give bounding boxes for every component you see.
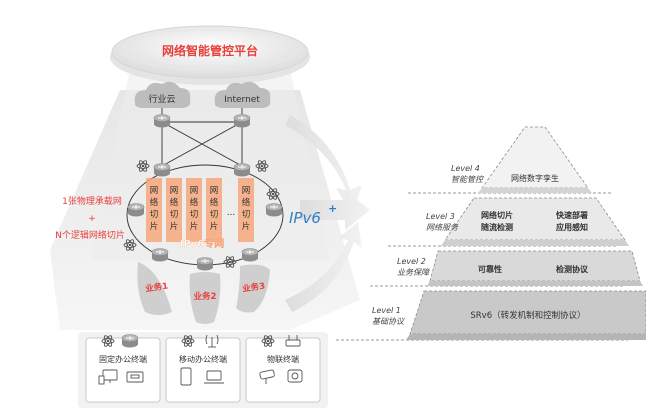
core-links — [161, 108, 243, 167]
router-icon — [233, 163, 251, 177]
physical-network-label: 1张物理承载网 — [62, 195, 122, 207]
level-3-item-3: 快速部署 — [556, 210, 588, 220]
level-2-item-2: 检测协议 — [556, 264, 589, 274]
cloud-industry-label: 行业云 — [148, 93, 175, 105]
ipv6-logo-text: IPv6 — [289, 209, 321, 227]
pyramid-level-1 — [409, 290, 646, 335]
slice-1: 网络切片 — [146, 178, 162, 242]
service-2-label: 业务2 — [194, 291, 217, 302]
level-3-title: Level 3 — [426, 212, 455, 221]
router-icon — [241, 248, 259, 262]
level-1-item: SRv6（转发机制和控制协议） — [470, 310, 585, 321]
cloud-internet: Internet — [214, 81, 271, 108]
mobile-office-box — [165, 337, 241, 403]
svg-text:网络切片: 网络切片 — [210, 186, 219, 232]
svg-text:网络切片: 网络切片 — [190, 186, 199, 232]
level-3-item-1: 网络切片 — [481, 210, 513, 220]
iot-box — [245, 337, 321, 403]
level-2-name: 业务保障 — [397, 268, 430, 277]
laptop-icon — [204, 370, 224, 384]
service-3-label: 业务3 — [242, 280, 266, 294]
pyramid-level-2 — [429, 250, 641, 282]
ipv6-logo-plus: + — [328, 202, 337, 215]
ipv6-plus-logo: IPv6 + — [289, 202, 337, 227]
slice-3: 网络切片 — [186, 178, 202, 242]
network-slices: 网络切片 网络切片 网络切片 网络切片 ... 网络切片 IPv6专网 — [146, 178, 254, 250]
level-4-name: 智能管控 — [451, 175, 485, 184]
level-labels: Level 4 智能管控 Level 3 网络服务 Level 2 业务保障 L… — [372, 164, 485, 326]
tablet-icon — [180, 367, 192, 386]
level-3-item-4: 应用感知 — [556, 222, 588, 232]
slice-5: 网络切片 — [238, 178, 254, 242]
slice-ellipsis: ... — [227, 208, 236, 218]
camera-icon — [259, 369, 275, 384]
pyramid-level-3 — [444, 197, 626, 241]
capability-pyramid: 网络数字孪生 网络切片 随流检测 快速部署 应用感知 可靠性 检测协议 SRv6… — [406, 126, 646, 340]
slice-1-char1: 网 — [150, 186, 159, 196]
router-icon — [153, 114, 171, 128]
platform-title: 网络智能管控平台 — [162, 43, 258, 58]
level-1-name: 基础协议 — [372, 317, 405, 326]
level-3-item-2: 随流检测 — [481, 222, 513, 232]
printer-icon — [126, 371, 144, 383]
level-2-title: Level 2 — [397, 257, 426, 266]
flow-arrows — [285, 115, 370, 312]
router-icon — [127, 203, 145, 217]
router-icon — [196, 257, 214, 271]
router-icon — [153, 163, 171, 177]
fixed-office-label: 固定办公终端 — [99, 354, 147, 364]
wireless-antenna-icon — [205, 334, 219, 348]
level-1-title: Level 1 — [372, 306, 401, 315]
gateway-icon — [285, 335, 301, 347]
svg-text:网络切片: 网络切片 — [242, 186, 251, 232]
level-4-item: 网络数字孪生 — [511, 173, 559, 183]
dedicated-network-label: IPv6专网 — [180, 237, 225, 250]
desktop-computer-icon — [98, 369, 118, 385]
svg-text:网络切片: 网络切片 — [150, 186, 159, 232]
router-icon — [233, 114, 251, 128]
router-icon — [265, 203, 283, 217]
mobile-office-label: 移动办公终端 — [179, 354, 227, 364]
left-annotation: 1张物理承载网 + N个逻辑网络切片 — [55, 195, 125, 241]
level-4-title: Level 4 — [451, 164, 480, 173]
service-1-label: 业务1 — [145, 280, 169, 294]
svg-text:网络切片: 网络切片 — [170, 186, 179, 232]
level-3-name: 网络服务 — [426, 223, 459, 232]
router-icon — [121, 334, 139, 348]
slice-2: 网络切片 — [166, 178, 182, 242]
sensor-device-icon — [287, 369, 303, 383]
slice-4: 网络切片 — [206, 178, 222, 242]
level-2-item-1: 可靠性 — [478, 264, 502, 274]
pyramid-level-4 — [481, 126, 589, 189]
logical-slices-label: N个逻辑网络切片 — [55, 229, 125, 241]
service-beams: 业务1 业务2 业务3 — [137, 262, 270, 324]
cloud-internet-label: Internet — [224, 95, 260, 105]
router-icon — [151, 248, 169, 262]
plus-sign: + — [88, 214, 96, 224]
terminal-panel: 固定办公终端 移动办公终端 — [78, 332, 328, 408]
cloud-industry: 行业云 — [134, 81, 191, 108]
fixed-office-box — [85, 337, 161, 403]
iot-label: 物联终端 — [267, 354, 299, 364]
management-platform: 网络智能管控平台 — [110, 25, 310, 85]
